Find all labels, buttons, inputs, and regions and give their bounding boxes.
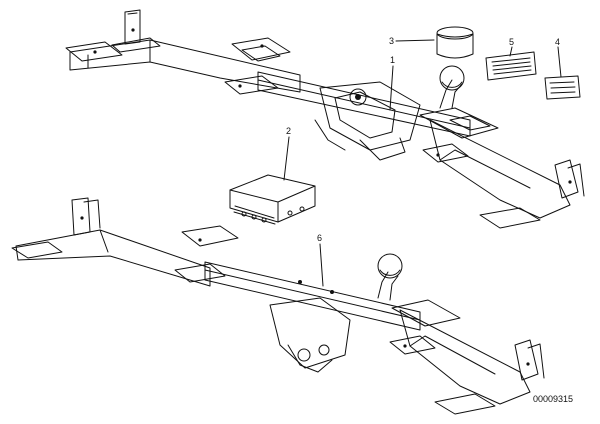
callout-label: 2 — [286, 126, 291, 136]
callout-label: 6 — [317, 233, 322, 243]
callout-6: 6 — [317, 233, 324, 287]
instruction-strip — [485, 51, 537, 81]
callout-2: 2 — [283, 126, 291, 181]
document-number: 00009315 — [533, 394, 573, 404]
ball-cover-cap — [436, 26, 474, 59]
callout-label: 3 — [389, 36, 394, 46]
callout-5: 5 — [509, 37, 514, 57]
tow-hitch-assembly-upper — [65, 9, 585, 229]
callout-label: 5 — [509, 37, 514, 47]
callout-label: 1 — [390, 55, 395, 65]
callout-3: 3 — [389, 36, 435, 46]
callout-label: 4 — [555, 37, 560, 47]
warning-plate — [544, 75, 581, 100]
tow-hitch-assembly-lower — [11, 197, 545, 415]
callout-1: 1 — [389, 55, 395, 111]
callout-4: 4 — [555, 37, 562, 78]
electrical-socket-box — [229, 174, 316, 225]
